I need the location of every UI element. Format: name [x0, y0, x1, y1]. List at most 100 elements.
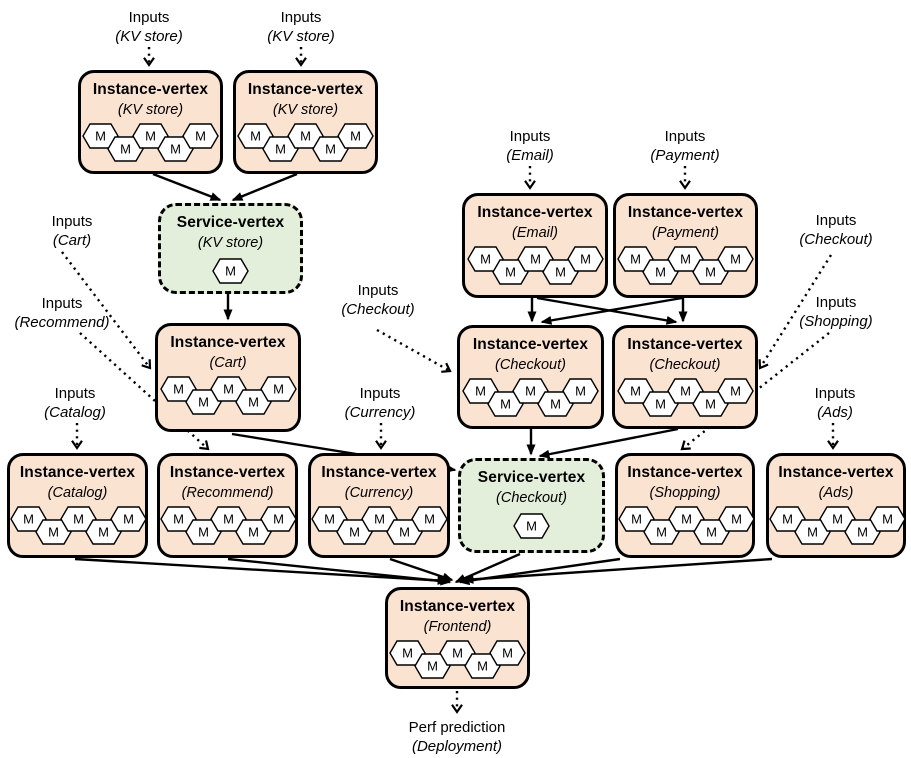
edge-ads-inst-to-frontend-inst	[462, 557, 773, 584]
m-hexagon-icon: M	[562, 378, 599, 404]
label-line2: (Catalog)	[44, 404, 106, 421]
perf-prediction-label: Perf prediction (Deployment)	[372, 718, 542, 756]
svg-text:M: M	[526, 519, 537, 534]
svg-text:M: M	[223, 512, 234, 527]
inputs-email-label: Inputs(Email)	[445, 127, 615, 165]
node-subtitle: (Payment)	[652, 225, 719, 241]
node-title: Instance-vertex	[247, 81, 364, 98]
svg-text:M: M	[120, 142, 131, 157]
svg-text:M: M	[300, 129, 311, 144]
svg-text:M: M	[195, 129, 206, 144]
node-title: Instance-vertex	[19, 464, 136, 481]
svg-text:M: M	[832, 512, 843, 527]
node-title: Instance-vertex	[321, 464, 437, 481]
svg-text:M: M	[248, 395, 259, 410]
label-line1: Inputs	[51, 213, 93, 230]
svg-text:M: M	[475, 384, 486, 399]
m-hexagon-icon: M	[411, 506, 448, 532]
svg-text:M: M	[198, 395, 209, 410]
svg-text:M: M	[324, 512, 335, 527]
svg-text:M: M	[23, 512, 34, 527]
svg-text:M: M	[273, 382, 284, 397]
svg-text:M: M	[655, 265, 666, 280]
node-subtitle: (Recommend)	[181, 485, 274, 501]
edge-payment-inst-to-checkout-inst-1	[540, 296, 683, 325]
node-subtitle: (KV store)	[117, 102, 184, 118]
label-line1: Inputs	[359, 385, 401, 402]
svg-text:M: M	[477, 659, 488, 674]
svg-text:M: M	[525, 384, 536, 399]
m-hexagon-icon: M	[489, 640, 526, 666]
svg-text:M: M	[705, 265, 716, 280]
m-hexagon-icon: M	[869, 506, 906, 532]
node-subtitle: (Checkout)	[496, 490, 567, 506]
m-hexagon-icon: M	[513, 513, 550, 539]
svg-text:M: M	[731, 512, 742, 527]
svg-text:M: M	[575, 384, 586, 399]
svg-text:M: M	[198, 525, 209, 540]
node-subtitle: (Catalog)	[47, 485, 108, 501]
svg-text:M: M	[248, 525, 259, 540]
svg-text:M: M	[173, 512, 184, 527]
label-line2: (Email)	[506, 147, 554, 164]
inputs-shopping-label: Inputs(Shopping)	[751, 293, 911, 331]
svg-text:M: M	[857, 525, 868, 540]
svg-text:M: M	[705, 397, 716, 412]
node-kv-service: Service-vertex(KV store)M	[158, 203, 303, 294]
node-subtitle: (Cart)	[209, 355, 247, 371]
svg-text:M: M	[782, 512, 793, 527]
svg-text:M: M	[680, 384, 691, 399]
m-hexagon-icon: M	[717, 246, 754, 272]
label-line2: (Currency)	[344, 404, 416, 421]
label-line2: (Deployment)	[411, 738, 503, 755]
m-hexagon-icon: M	[260, 506, 297, 532]
node-title: Instance-vertex	[472, 336, 589, 353]
svg-text:M: M	[325, 142, 336, 157]
svg-text:M: M	[550, 397, 561, 412]
node-subtitle: (Checkout)	[495, 357, 566, 373]
svg-text:M: M	[349, 525, 360, 540]
svg-text:M: M	[500, 397, 511, 412]
svg-text:M: M	[223, 382, 234, 397]
svg-text:M: M	[730, 252, 741, 267]
inputs-payment-label: Inputs(Payment)	[600, 127, 770, 165]
label-line1: Perf prediction	[408, 719, 506, 736]
label-line2: (KV store)	[115, 28, 183, 45]
node-title: Service-vertex	[176, 214, 285, 231]
node-title: Instance-vertex	[627, 336, 743, 353]
inputs-cart-label: Inputs (Cart)	[0, 212, 157, 250]
svg-text:M: M	[374, 512, 385, 527]
node-title: Instance-vertex	[627, 204, 744, 221]
inputs-kv-2-label: Inputs(KV store)	[216, 8, 386, 46]
svg-text:M: M	[630, 384, 641, 399]
m-hexagon-icon: M	[212, 258, 249, 284]
node-title: Instance-vertex	[627, 464, 743, 481]
node-title: Service-vertex	[477, 469, 586, 486]
svg-text:M: M	[402, 646, 413, 661]
svg-text:M: M	[275, 142, 286, 157]
node-subtitle: (Shopping)	[649, 485, 721, 501]
svg-text:M: M	[807, 525, 818, 540]
svg-text:M: M	[48, 525, 59, 540]
label-line2: (Cart)	[52, 232, 92, 249]
svg-text:M: M	[98, 525, 109, 540]
